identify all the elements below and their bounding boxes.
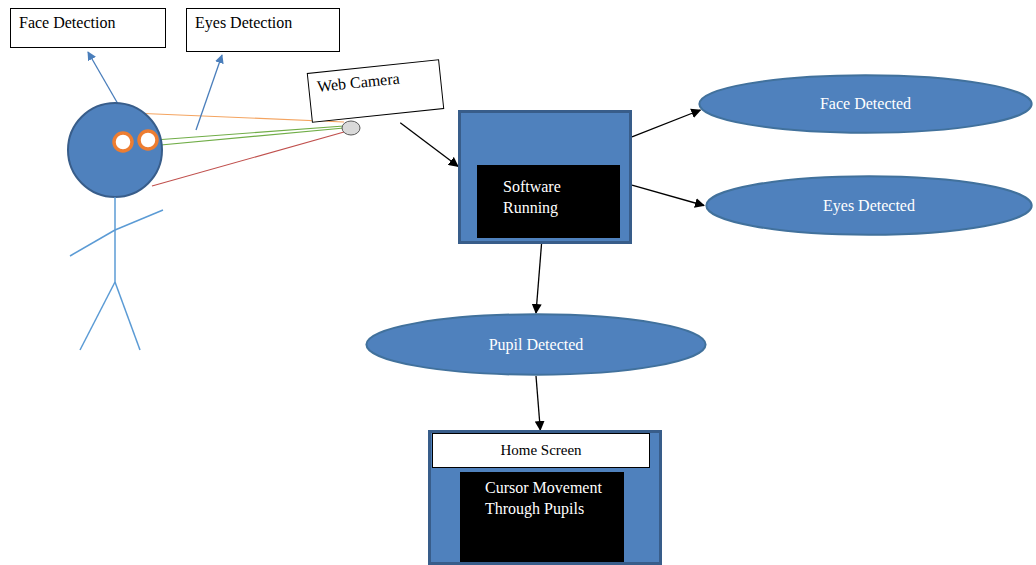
label-box: Face Detection [10, 8, 166, 48]
person-eye [114, 133, 132, 151]
flow-arrow [536, 244, 542, 313]
screen-panel: Software Running [477, 165, 620, 238]
result-ellipse: Face Detected [697, 74, 1034, 134]
screen-panel: Cursor Movement Through Pupils [460, 472, 624, 562]
result-ellipse: Pupil Detected [364, 313, 708, 376]
ellipse-label: Eyes Detected [704, 197, 1034, 215]
software-box: Software Running [458, 110, 632, 244]
flow-arrow [632, 185, 704, 205]
screen-label: Software Running [503, 177, 590, 219]
flow-arrow [536, 376, 540, 430]
box-label: Eyes Detection [187, 9, 339, 36]
person-head [68, 103, 162, 197]
camera-lens [342, 121, 360, 135]
person-body [70, 197, 163, 350]
sight-line [150, 128, 344, 146]
camera-box: Web Camera [307, 59, 444, 123]
detection-arrow [196, 55, 222, 130]
screen-header: Home Screen [432, 433, 650, 468]
box-label: Face Detection [11, 9, 165, 36]
ellipse-label: Pupil Detected [364, 336, 708, 354]
box-label: Web Camera [308, 60, 441, 101]
detection-arrow [88, 52, 118, 104]
result-ellipse: Eyes Detected [704, 175, 1034, 236]
home-screen-box: Home ScreenCursor Movement Through Pupil… [428, 430, 662, 565]
sight-line [152, 132, 344, 186]
ellipse-label: Face Detected [697, 95, 1034, 113]
screen-label: Cursor Movement Through Pupils [485, 478, 604, 520]
flow-arrow [400, 123, 458, 166]
flow-arrow [632, 110, 700, 137]
header-label: Home Screen [433, 434, 649, 466]
label-box: Eyes Detection [186, 8, 340, 52]
person-eye [139, 131, 157, 149]
